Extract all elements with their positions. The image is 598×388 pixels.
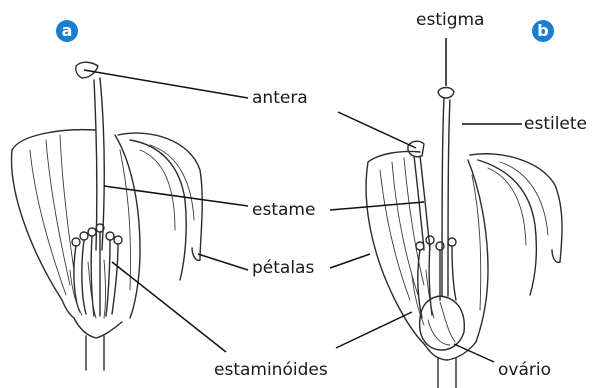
label-petalas: pétalas: [252, 258, 314, 278]
petal-a-front: [115, 135, 140, 318]
anther-b: [408, 141, 424, 157]
label-ovario: ovário: [498, 360, 551, 380]
label-estaminoides: estaminóides: [214, 360, 328, 380]
leader-estame-a: [104, 186, 248, 206]
label-estilete: estilete: [524, 114, 587, 134]
staminodes-b: [412, 236, 456, 325]
leader-antera-a: [84, 70, 248, 98]
leader-ovario: [454, 344, 494, 362]
label-antera: antera: [252, 88, 308, 108]
flower-a-drawing: [12, 62, 203, 370]
label-estigma: estigma: [416, 10, 484, 30]
leader-petalas-b: [330, 254, 370, 268]
leader-estaminoides-b: [336, 312, 412, 348]
ovary-b: [420, 296, 465, 350]
leader-antera-b: [338, 112, 416, 148]
label-estame: estame: [252, 200, 315, 220]
leader-estaminoides-a: [112, 262, 226, 352]
stigma-b: [438, 88, 454, 99]
petal-b-front: [468, 160, 488, 342]
leader-petalas-a: [198, 254, 248, 270]
